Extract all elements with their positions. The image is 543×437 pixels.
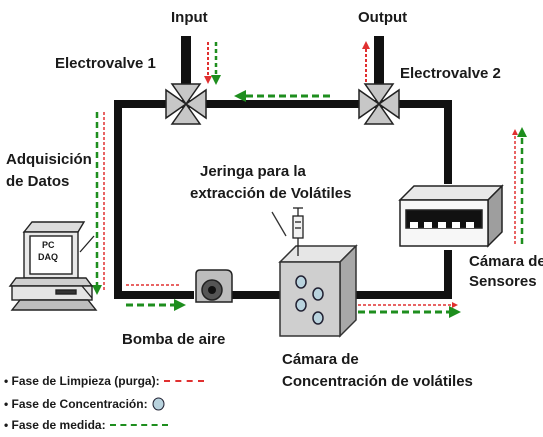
computer-daq-icon[interactable] [8, 221, 98, 311]
input-pipe [181, 36, 191, 88]
adquisicion-label-line2: de Datos [6, 173, 70, 190]
legend-limpieza-label: • Fase de Limpieza (purga): [4, 374, 160, 388]
concentration-chamber-icon[interactable] [278, 244, 358, 338]
output-label: Output [358, 9, 408, 26]
bomba-label: Bomba de aire [122, 331, 226, 348]
sensor-chamber-icon[interactable] [398, 184, 504, 248]
pc-pointer-top [79, 235, 95, 253]
electrovalve-2-icon[interactable] [358, 83, 400, 125]
camara-conc-label-line2: Concentración de volátiles [282, 373, 473, 390]
adquisicion-label-line1: Adquisición [6, 151, 92, 168]
camara-sensores-label-line2: Sensores [469, 273, 537, 290]
legend-limpieza: • Fase de Limpieza (purga): [4, 374, 204, 388]
electrovalve-2-label: Electrovalve 2 [400, 65, 501, 82]
input-label: Input [171, 9, 208, 26]
legend-medida: • Fase de medida: [4, 418, 168, 432]
syringe-pointer [271, 211, 287, 237]
jeringa-label-line1: Jeringa para la [200, 163, 306, 180]
air-pump-icon[interactable] [195, 269, 233, 303]
electrovalve-1-label: Electrovalve 1 [55, 55, 156, 72]
pc-screen-text-line2: DAQ [38, 252, 58, 262]
syringe-icon[interactable] [292, 207, 304, 256]
legend-concentracion: • Fase de Concentración: [4, 396, 165, 411]
legend-medida-label: • Fase de medida: [4, 418, 106, 432]
output-pipe [374, 36, 384, 88]
pc-pointer-bottom [81, 285, 93, 299]
pipe-loop [114, 100, 452, 299]
legend-red-dashed-line [163, 380, 204, 382]
pc-screen-text-line1: PC [42, 240, 55, 250]
camara-conc-label-line1: Cámara de [282, 351, 359, 368]
legend-concentracion-label: • Fase de Concentración: [4, 396, 148, 411]
camara-sensores-label-line1: Cámara de [469, 253, 543, 270]
jeringa-label-line2: extracción de Volátiles [190, 185, 352, 202]
droplet-icon [152, 397, 165, 411]
legend-green-dashed-line [109, 424, 168, 426]
electrovalve-1-icon[interactable] [165, 83, 207, 125]
